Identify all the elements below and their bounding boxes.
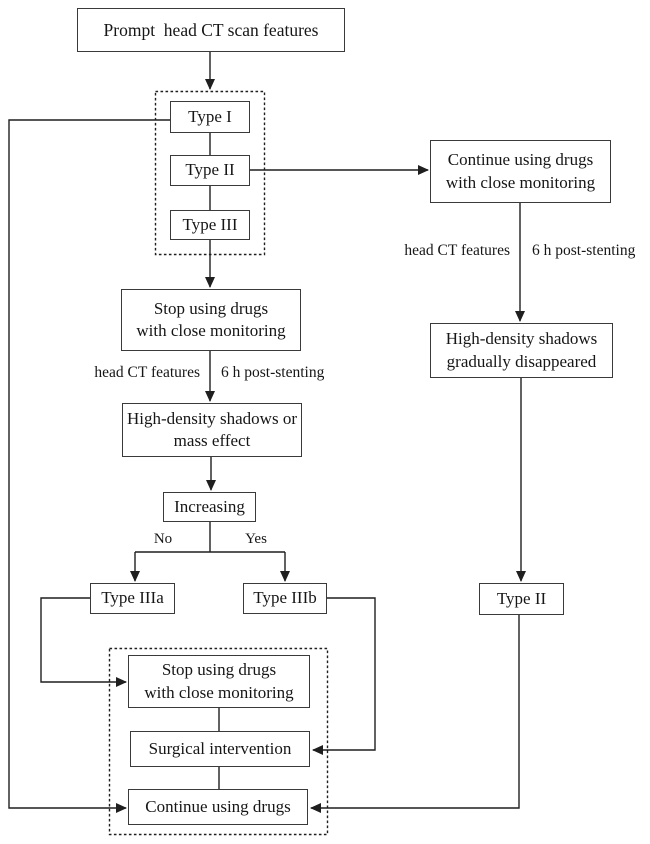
node-stop-drugs-monitoring: Stop using drugs with close monitoring bbox=[121, 289, 301, 351]
node-type-ii-outcome: Type II bbox=[479, 583, 564, 615]
node-continue-using-drugs: Continue using drugs bbox=[128, 789, 308, 825]
node-type-iiib: Type IIIb bbox=[243, 583, 327, 614]
label-head-ct-features-mid: head CT features bbox=[94, 364, 200, 381]
node-surgical-intervention: Surgical intervention bbox=[130, 731, 310, 767]
node-continue-drugs-monitoring: Continue using drugs with close monitori… bbox=[430, 140, 611, 203]
arrow-type2-to-continue-drugs bbox=[310, 615, 520, 813]
arrow-type1-to-continue-drugs bbox=[8, 119, 170, 813]
node-stop-drugs-monitoring-2: Stop using drugs with close monitoring bbox=[128, 655, 310, 708]
node-high-density-disappeared: High-density shadows gradually disappear… bbox=[430, 323, 613, 378]
node-type-i: Type I bbox=[170, 101, 250, 133]
node-high-density-or-mass: High-density shadows or mass effect bbox=[122, 403, 302, 457]
label-post-stenting-right: 6 h post-stenting bbox=[532, 242, 636, 259]
node-prompt-head-ct: Prompt head CT scan features bbox=[77, 8, 345, 52]
arrow-type3a-to-stop2 bbox=[40, 597, 127, 687]
node-type-ii: Type II bbox=[170, 155, 250, 186]
dashed-group-management bbox=[108, 647, 329, 836]
label-post-stenting-mid: 6 h post-stenting bbox=[221, 364, 325, 381]
label-head-ct-features-right: head CT features bbox=[404, 242, 510, 259]
label-no: No bbox=[153, 531, 173, 547]
arrow-type3b-to-surgical bbox=[312, 597, 376, 755]
node-type-iiia: Type IIIa bbox=[90, 583, 175, 614]
label-yes: Yes bbox=[245, 531, 267, 547]
node-type-iii: Type III bbox=[170, 210, 250, 240]
node-increasing: Increasing bbox=[163, 492, 256, 522]
